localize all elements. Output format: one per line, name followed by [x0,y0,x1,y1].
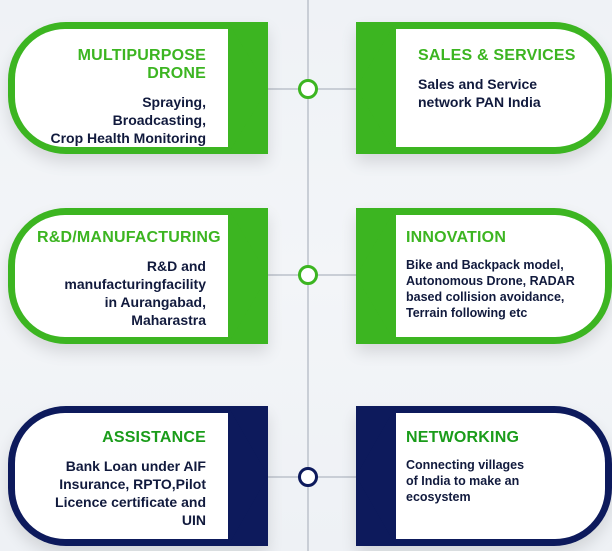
arrow-tip [228,22,268,154]
card-title: MULTIPURPOSE DRONE [77,47,206,82]
card-description: Sales and Service network PAN India [418,76,541,110]
timeline-node-1 [298,79,318,99]
card-sales-services: SALES & SERVICES Sales and Service netwo… [356,22,612,154]
card-title: NETWORKING [406,429,520,446]
timeline-node-2 [298,265,318,285]
card-title: SALES & SERVICES [418,47,576,64]
card-multipurpose-drone: MULTIPURPOSE DRONE Spraying, Broadcastin… [8,22,268,154]
card-description: Bike and Backpack model, Autonomous Dron… [406,258,575,320]
card-assistance: ASSISTANCE Bank Loan under AIF Insurance… [8,406,268,546]
card-networking: NETWORKING Connecting villages of India … [356,406,612,546]
card-innovation: INNOVATION Bike and Backpack model, Auto… [356,208,612,344]
card-title: R&D/MANUFACTURING [37,229,221,246]
card-rd-manufacturing: R&D/MANUFACTURING R&D and manufacturingf… [8,208,268,344]
card-description: Connecting villages of India to make an … [406,458,525,504]
card-title: INNOVATION [406,229,507,246]
timeline-node-3 [298,467,318,487]
arrow-tip [356,208,396,344]
arrow-tip [356,406,396,546]
card-description: R&D and manufacturingfacility in Auranga… [64,258,206,328]
card-description: Spraying, Broadcasting, Crop Health Moni… [50,94,206,146]
arrow-tip [228,406,268,546]
card-description: Bank Loan under AIF Insurance, RPTO,Pilo… [55,458,206,528]
arrow-tip [356,22,396,154]
arrow-tip [228,208,268,344]
card-title: ASSISTANCE [102,429,206,446]
